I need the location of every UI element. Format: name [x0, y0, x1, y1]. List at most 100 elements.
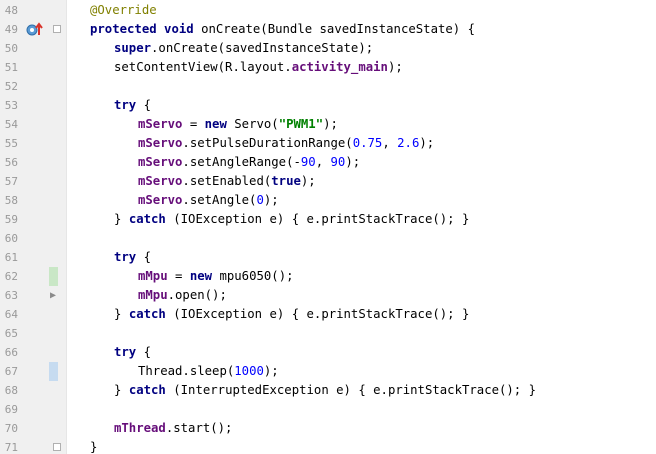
code-line[interactable]: 52 — [0, 77, 656, 96]
line-number: 68 — [4, 384, 18, 397]
code-token: true — [271, 174, 301, 188]
code-token: try — [114, 98, 137, 112]
editor-gutter[interactable] — [0, 0, 67, 454]
line-number: 49 — [4, 23, 18, 36]
code-line[interactable]: 71} — [0, 438, 656, 454]
code-token: catch — [128, 307, 166, 321]
code-text[interactable]: super.onCreate(savedInstanceState); — [114, 39, 373, 58]
gutter-arrow-icon[interactable]: ▶ — [50, 290, 57, 301]
code-text[interactable]: mMpu = new mpu6050(); — [138, 267, 294, 286]
code-token: } — [114, 212, 129, 226]
code-text[interactable]: mServo.setAngleRange(-90, 90); — [138, 153, 360, 172]
line-number: 65 — [4, 327, 18, 340]
code-line[interactable]: 59 } catch (IOException e) { e.printStack… — [0, 210, 656, 229]
code-token: Thread. — [138, 364, 190, 378]
code-line[interactable]: 56 mServo.setAngleRange(-90, 90); — [0, 153, 656, 172]
code-token: ( — [226, 364, 235, 378]
code-text[interactable]: mServo.setPulseDurationRange(0.75, 2.6); — [138, 134, 434, 153]
code-token: @Override — [90, 3, 157, 17]
code-token: 2.6 — [397, 136, 420, 150]
code-line[interactable]: 65 — [0, 324, 656, 343]
line-number: 70 — [4, 422, 18, 435]
code-text[interactable]: setContentView(R.layout.activity_main); — [114, 58, 403, 77]
line-number: 59 — [4, 213, 18, 226]
code-token: ); — [263, 364, 279, 378]
code-text[interactable]: } — [90, 438, 97, 454]
line-number: 69 — [4, 403, 18, 416]
code-token: mServo — [138, 136, 183, 150]
code-line[interactable]: 70 mThread.start(); — [0, 419, 656, 438]
code-token: mServo — [138, 155, 183, 169]
code-text[interactable]: } catch (InterruptedException e) { e.pri… — [114, 381, 536, 400]
line-number: 64 — [4, 308, 18, 321]
code-token — [157, 22, 164, 36]
code-token: activity_main — [291, 60, 388, 74]
code-text[interactable]: @Override — [90, 1, 157, 20]
code-text[interactable]: mServo.setAngle(0); — [138, 191, 279, 210]
code-line[interactable]: 69 — [0, 400, 656, 419]
code-token: onCreate(Bundle savedInstanceState) { — [193, 22, 475, 36]
code-line[interactable]: 64 } catch (IOException e) { e.printStack… — [0, 305, 656, 324]
code-text[interactable]: } catch (IOException e) { e.printStackTr… — [114, 210, 469, 229]
code-token: new — [189, 269, 213, 283]
code-token: new — [204, 117, 227, 131]
code-token: mMpu — [138, 288, 168, 302]
fold-collapse-icon[interactable] — [53, 25, 61, 33]
code-token: ); — [345, 155, 361, 169]
code-token: .onCreate(savedInstanceState); — [151, 41, 374, 55]
code-text[interactable]: mServo = new Servo("PWM1"); — [138, 115, 338, 134]
code-line[interactable]: 48 @Override — [0, 1, 656, 20]
change-modified-marker[interactable] — [49, 362, 58, 381]
code-text[interactable]: mServo.setEnabled(true); — [138, 172, 316, 191]
code-line[interactable]: 62 mMpu = new mpu6050(); — [0, 267, 656, 286]
code-line[interactable]: 68} catch (InterruptedException e) { e.p… — [0, 381, 656, 400]
code-token: .setEnabled( — [182, 174, 272, 188]
code-text[interactable]: } catch (IOException e) { e.printStackTr… — [114, 305, 469, 324]
code-text[interactable]: mMpu.open(); — [138, 286, 227, 305]
code-line[interactable]: 67 Thread.sleep(1000); — [0, 362, 656, 381]
code-text[interactable]: try { — [114, 96, 151, 115]
code-token: ); — [387, 60, 403, 74]
code-token: { — [136, 345, 152, 359]
code-token: mpu6050(); — [212, 269, 294, 283]
line-number: 51 — [4, 61, 18, 74]
code-token: } — [114, 383, 129, 397]
override-method-icon[interactable] — [26, 22, 52, 37]
code-text[interactable]: protected void onCreate(Bundle savedInst… — [90, 20, 475, 39]
line-number: 62 — [4, 270, 18, 283]
code-text[interactable]: try { — [114, 248, 151, 267]
line-number: 67 — [4, 365, 18, 378]
line-number: 56 — [4, 156, 18, 169]
code-line[interactable]: 49 protected void onCreate(Bundle savedIn… — [0, 20, 656, 39]
code-token: (InterruptedException e) { e.printStackT… — [165, 383, 537, 397]
code-token: catch — [128, 383, 166, 397]
code-text[interactable]: try { — [114, 343, 151, 362]
code-token: .start(); — [165, 421, 233, 435]
code-line[interactable]: 63 ▶ mMpu.open(); — [0, 286, 656, 305]
line-number: 48 — [4, 4, 18, 17]
code-line[interactable]: 51 setContentView(R.layout.activity_main)… — [0, 58, 656, 77]
code-text[interactable]: mThread.start(); — [114, 419, 232, 438]
code-token: try — [114, 345, 137, 359]
line-number: 63 — [4, 289, 18, 302]
code-token: 90 — [300, 155, 316, 169]
code-token: .setAngleRange(- — [182, 155, 301, 169]
line-number: 52 — [4, 80, 18, 93]
fold-end-icon[interactable] — [53, 443, 61, 451]
code-text[interactable]: Thread.sleep(1000); — [138, 362, 279, 381]
code-token: = — [167, 269, 190, 283]
code-token: 90 — [330, 155, 346, 169]
code-token: mMpu — [138, 269, 168, 283]
change-added-marker[interactable] — [49, 267, 58, 286]
code-token: { — [136, 98, 152, 112]
code-line[interactable]: 60 — [0, 229, 656, 248]
